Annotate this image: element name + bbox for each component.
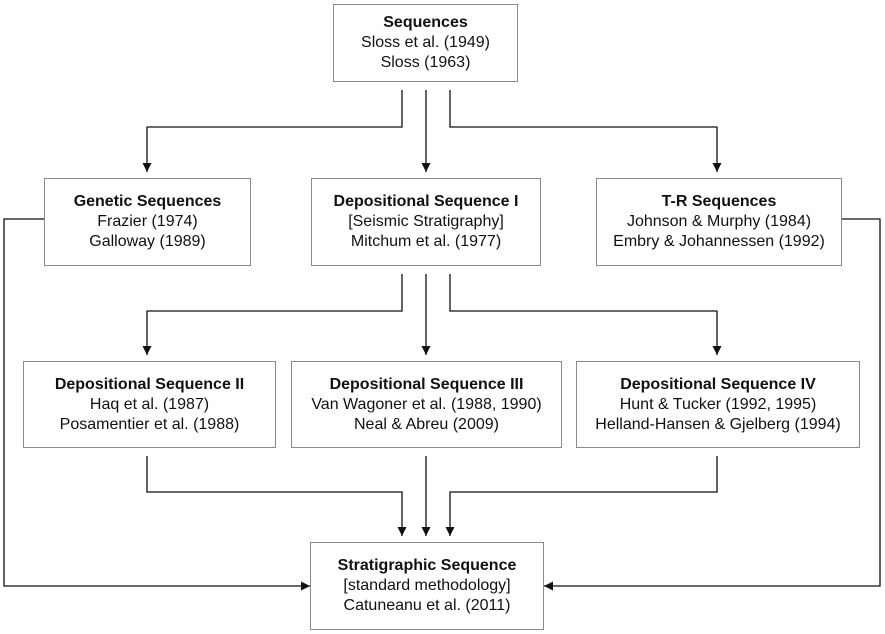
node-ref: [standard methodology]: [343, 577, 511, 594]
node-title: Depositional Sequence I: [333, 193, 519, 210]
node-title: Depositional Sequence II: [54, 375, 245, 393]
node-depositional-sequence-1: Depositional Sequence I [Seismic Stratig…: [311, 178, 541, 266]
node-ref: Neal & Abreu (2009): [354, 415, 499, 433]
arrow-dep1-to-dep2: [142, 274, 403, 355]
node-title: Stratigraphic Sequence: [337, 557, 517, 574]
node-ref: Sloss et al. (1949): [361, 34, 490, 51]
node-ref: Van Wagoner et al. (1988, 1990): [311, 395, 542, 413]
node-title: Depositional Sequence IV: [620, 375, 816, 393]
node-tr-sequences: T-R Sequences Johnson & Murphy (1984) Em…: [596, 178, 842, 266]
node-stratigraphic-sequence: Stratigraphic Sequence [standard methodo…: [310, 542, 544, 630]
node-ref: Galloway (1989): [89, 233, 206, 250]
arrow-sequences-to-genetic: [142, 90, 403, 172]
node-ref: Hunt & Tucker (1992, 1995): [619, 395, 817, 413]
node-depositional-sequence-3: Depositional Sequence III Van Wagoner et…: [291, 361, 562, 448]
arrow-dep4-to-strat: [445, 456, 718, 536]
arrow-dep1-to-dep4: [449, 274, 722, 355]
node-ref: Johnson & Murphy (1984): [626, 213, 812, 230]
node-ref: Catuneanu et al. (2011): [343, 597, 511, 614]
node-ref: Helland-Hansen & Gjelberg (1994): [595, 415, 841, 433]
arrow-tr-to-strat: [544, 218, 881, 591]
arrow-sequences-to-tr: [449, 90, 722, 172]
node-ref: Frazier (1974): [97, 213, 198, 230]
node-title: Depositional Sequence III: [329, 375, 524, 393]
node-ref: Posamentier et al. (1988): [59, 415, 240, 433]
node-ref: [Seismic Stratigraphy]: [348, 213, 504, 230]
node-title: Genetic Sequences: [73, 193, 222, 210]
node-sequences: Sequences Sloss et al. (1949) Sloss (196…: [333, 4, 518, 82]
arrow-dep2-to-strat: [146, 456, 407, 536]
node-depositional-sequence-4: Depositional Sequence IV Hunt & Tucker (…: [576, 361, 860, 448]
node-title: T-R Sequences: [661, 193, 777, 210]
node-depositional-sequence-2: Depositional Sequence II Haq et al. (198…: [23, 361, 276, 448]
node-ref: Mitchum et al. (1977): [350, 233, 502, 250]
node-title: Sequences: [383, 14, 468, 31]
node-genetic-sequences: Genetic Sequences Frazier (1974) Gallowa…: [44, 178, 251, 266]
node-ref: Haq et al. (1987): [89, 395, 210, 413]
arrow-genetic-to-strat: [3, 218, 310, 591]
node-ref: Embry & Johannessen (1992): [613, 233, 825, 250]
node-ref: Sloss (1963): [380, 54, 471, 71]
